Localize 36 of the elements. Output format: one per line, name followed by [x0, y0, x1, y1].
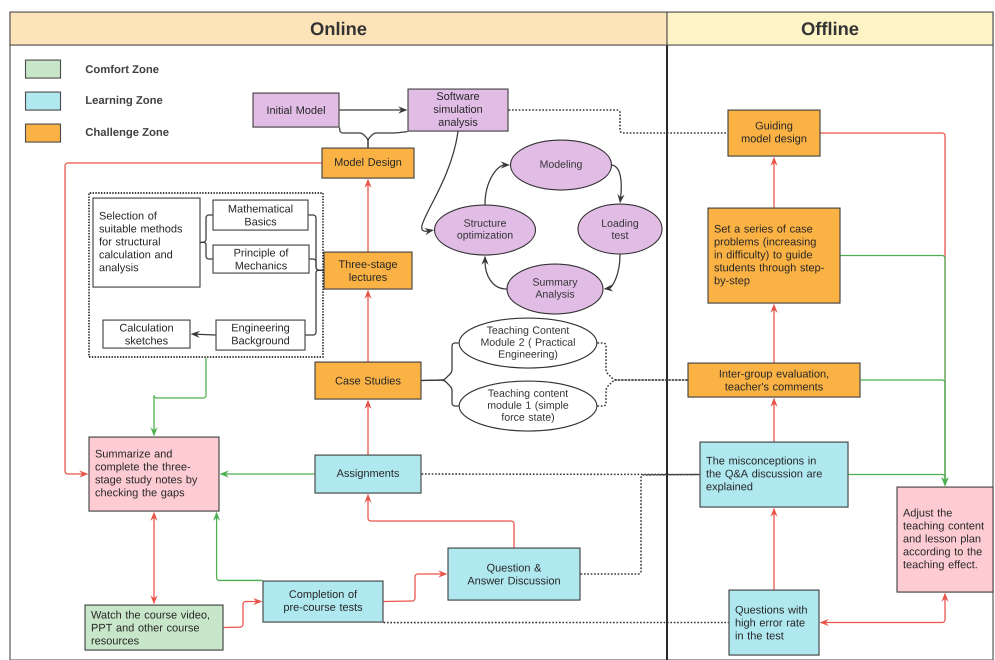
process-box: Inter-group evaluation, teacher's comments: [687, 362, 861, 398]
connector-line: [306, 270, 324, 336]
process-box: Calculation sketches: [102, 319, 191, 349]
process-box: Assignments: [314, 454, 422, 494]
process-box: Software simulation analysis: [407, 88, 509, 132]
process-box: Engineering Background: [215, 319, 306, 351]
legend-label: Learning Zone: [86, 96, 162, 106]
process-box: Summarize and complete the three-stage study notes by checking the gaps: [88, 436, 220, 512]
connector-line: [422, 379, 459, 407]
process-box: Initial Model: [252, 92, 340, 128]
process-box: Question & Answer Discussion: [447, 547, 581, 601]
process-box: Principle of Mechanics: [212, 244, 310, 274]
process-box: Mathematical Basics: [212, 199, 309, 231]
dotted-line: [580, 474, 700, 575]
process-box: Set a series of case problems (increasing in difficulty) to guide students through step-by-step: [707, 207, 841, 304]
process-box: Selection of suitable methods for structural calculation and analysis: [92, 197, 201, 288]
dotted-line: [597, 379, 688, 407]
process-box: Completion of pre-course tests: [262, 580, 384, 623]
process-box: Watch the course video, PPT and other course resources: [84, 604, 224, 651]
process-box: Model Design: [321, 147, 415, 179]
dotted-line: [422, 473, 700, 476]
dotted-line: [384, 622, 728, 624]
process-box: Adjust the teaching content and lesson plan according to the teaching effect.: [896, 486, 994, 593]
dotted-line: [508, 109, 728, 134]
process-box: Three-stage lectures: [323, 251, 413, 290]
process-box: Guiding model design: [727, 109, 821, 157]
dotted-group-box: [88, 192, 324, 358]
process-box: The misconceptions in the Q&A discussion are explained: [699, 441, 849, 508]
connector-line: [200, 242, 212, 260]
process-box: Questions with high error rate in the test: [728, 589, 820, 656]
column-header: Online: [9, 11, 668, 46]
connector-line: [367, 130, 408, 148]
process-box: Case Studies: [314, 361, 422, 400]
column-header: Offline: [666, 11, 994, 46]
legend-label: Challenge Zone: [86, 128, 169, 138]
legend-label: Comfort Zone: [86, 64, 159, 74]
